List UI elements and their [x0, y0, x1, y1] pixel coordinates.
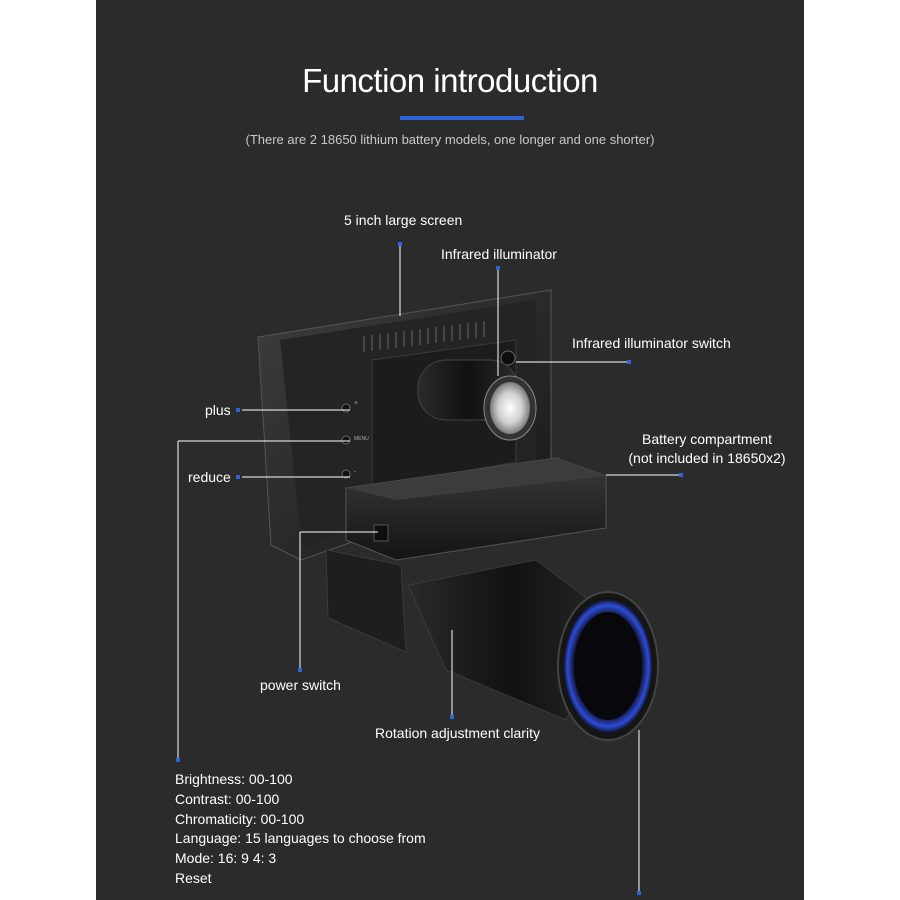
- label-rotation: Rotation adjustment clarity: [375, 725, 540, 741]
- ir-illuminator: [417, 359, 537, 441]
- spec-item: Language: 15 languages to choose from: [175, 830, 426, 847]
- label-battery-line1: Battery compartment: [642, 431, 772, 447]
- page-title: Function introduction: [302, 62, 598, 99]
- title-underline: [400, 116, 524, 120]
- label-reduce: reduce: [188, 469, 231, 485]
- spec-item: Mode: 16: 9 4: 3: [175, 850, 277, 867]
- label-screen: 5 inch large screen: [344, 212, 463, 228]
- callout-lines: [177, 244, 681, 893]
- label-power-switch: power switch: [260, 677, 341, 693]
- spec-item: Brightness: 00-100: [175, 771, 293, 787]
- label-battery-line2: (not included in 18650x2): [628, 450, 786, 466]
- menu-marking: MENU: [354, 436, 369, 442]
- callout-dots: [176, 242, 683, 895]
- plus-marking: +: [354, 400, 358, 407]
- page-subtitle: (There are 2 18650 lithium battery model…: [245, 132, 655, 147]
- product-panel: Function introduction (There are 2 18650…: [96, 0, 804, 900]
- label-ir-switch: Infrared illuminator switch: [572, 335, 731, 351]
- spec-item: Reset: [175, 869, 212, 886]
- label-plus: plus: [205, 402, 231, 418]
- lens-barrel: [407, 559, 659, 741]
- spec-item: Chromaticity: 00-100: [175, 810, 305, 827]
- label-ir-illuminator: Infrared illuminator: [441, 246, 557, 262]
- spec-list: Brightness: 00-100 Contrast: 00-100 Chro…: [175, 770, 426, 889]
- device-illustration: + MENU -: [176, 242, 683, 895]
- spec-item: Contrast: 00-100: [175, 790, 280, 807]
- lower-housing: [325, 549, 407, 653]
- label-battery: Battery compartment (not included in 186…: [612, 430, 802, 468]
- minus-marking: -: [354, 469, 357, 476]
- battery-compartment: [345, 457, 607, 561]
